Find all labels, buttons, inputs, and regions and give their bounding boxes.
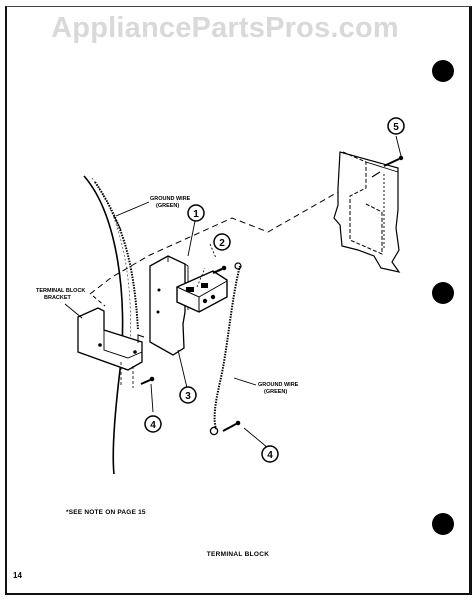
ground-lug: [209, 426, 219, 436]
bracket-label: TERMINAL BLOCK: [36, 288, 85, 294]
svg-text:4: 4: [150, 420, 156, 431]
cabinet-side-panel: [333, 151, 401, 273]
diagram-caption: TERMINAL BLOCK: [206, 551, 270, 558]
registration-dot-middle: [432, 282, 454, 304]
dashed-leader-main: [89, 191, 339, 295]
registration-dot-bottom: [432, 513, 454, 535]
ground-wire-bottom-label-color: (GREEN): [264, 389, 287, 395]
svg-text:2: 2: [219, 238, 225, 249]
page-border: [5, 6, 472, 595]
page-number: 14: [13, 571, 22, 580]
callout-4-right: 4: [261, 445, 279, 463]
screw-5: [383, 158, 400, 167]
ground-wire-bottom: [213, 265, 241, 430]
terminal-block: [176, 270, 228, 313]
screw-4-right: [222, 423, 237, 432]
svg-text:4: 4: [267, 450, 273, 461]
svg-text:1: 1: [193, 209, 199, 220]
dashed-leader-bracket: [92, 295, 106, 307]
ground-wire-top-label-color: (GREEN): [156, 203, 179, 209]
bracket-label-line2: BRACKET: [44, 295, 72, 301]
terminal-block-bracket: [77, 307, 143, 371]
ground-wire-top-label: GROUND WIRE: [150, 196, 191, 202]
screw-2: [212, 267, 223, 275]
registration-dot-top: [432, 60, 454, 82]
page-note: *SEE NOTE ON PAGE 15: [66, 509, 146, 516]
ground-wire-bottom-label: GROUND WIRE: [258, 382, 299, 388]
callout-4-left: 4: [144, 415, 162, 433]
svg-text:3: 3: [185, 391, 191, 402]
ground-wire-top: [94, 181, 139, 331]
terminal-mounting-plate: [149, 255, 186, 356]
watermark-text: AppliancePartsPros.com: [51, 12, 399, 44]
callout-1: 1: [187, 204, 205, 222]
callout-2: 2: [213, 233, 231, 251]
screw-4-left: [140, 379, 151, 385]
svg-text:5: 5: [393, 122, 399, 133]
callout-5: 5: [387, 117, 405, 135]
callout-3: 3: [179, 386, 197, 404]
